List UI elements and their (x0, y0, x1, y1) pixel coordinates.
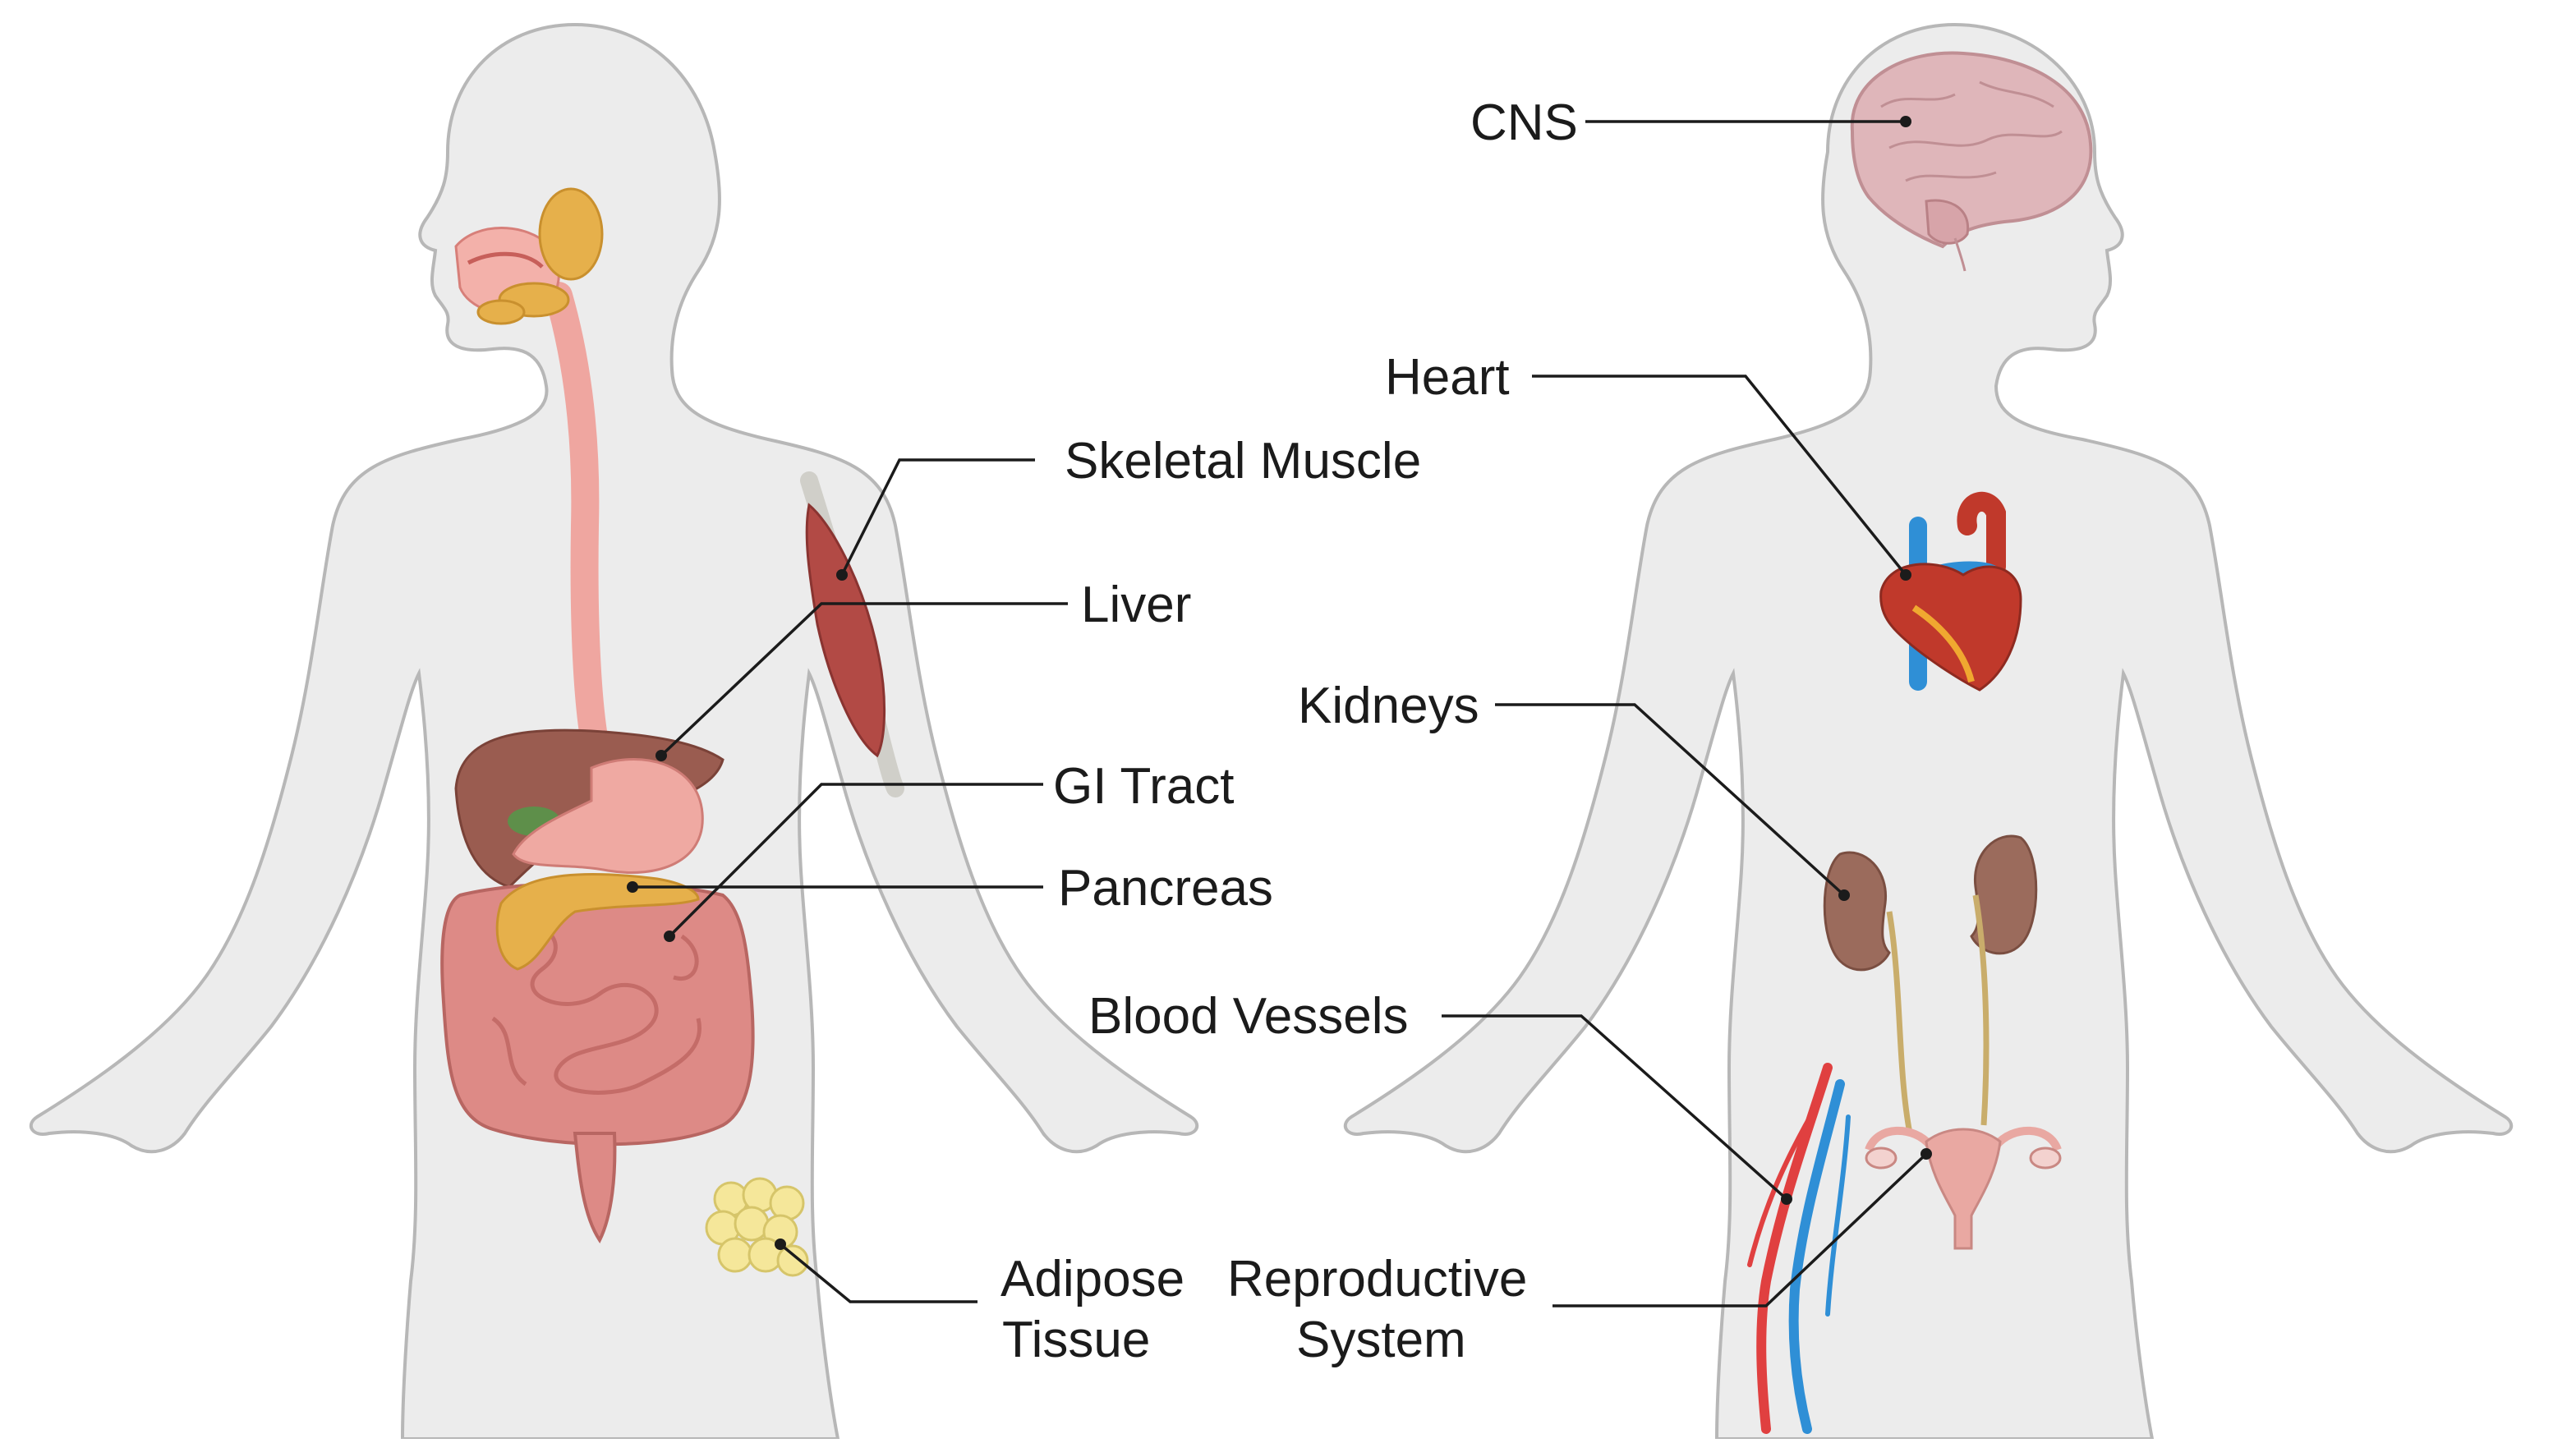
label-adipose-line1: Adipose (1000, 1251, 1184, 1307)
blood-vessels (1747, 1063, 1851, 1434)
label-gi-tract: GI Tract (1053, 758, 1234, 815)
adipose-tissue (705, 1177, 809, 1277)
heart (1879, 491, 2022, 692)
label-kidneys: Kidneys (1298, 678, 1479, 734)
kidneys (1823, 834, 2038, 1134)
stomach (512, 758, 704, 874)
skeletal-muscle (800, 471, 904, 797)
pancreas (495, 872, 700, 971)
label-pancreas: Pancreas (1058, 860, 1273, 917)
label-reproductive-line1: Reproductive (1227, 1251, 1527, 1307)
right-body-silhouette (1343, 22, 2514, 1441)
label-skeletal-muscle: Skeletal Muscle (1065, 433, 1421, 489)
label-reproductive-line2: System (1296, 1312, 1466, 1368)
label-blood-vessels: Blood Vessels (1088, 988, 1408, 1045)
brain (1850, 51, 2093, 272)
salivary-glands (476, 187, 604, 325)
label-heart: Heart (1385, 349, 1510, 406)
label-liver: Liver (1081, 577, 1191, 633)
reproductive-system (1865, 1126, 2062, 1250)
leader-lines (627, 116, 1932, 1307)
label-adipose-line2: Tissue (1002, 1312, 1150, 1368)
labels: Skeletal Muscle Liver GI Tract Pancreas … (1000, 94, 1578, 1368)
esophagus (545, 282, 614, 778)
label-cns: CNS (1470, 94, 1578, 151)
